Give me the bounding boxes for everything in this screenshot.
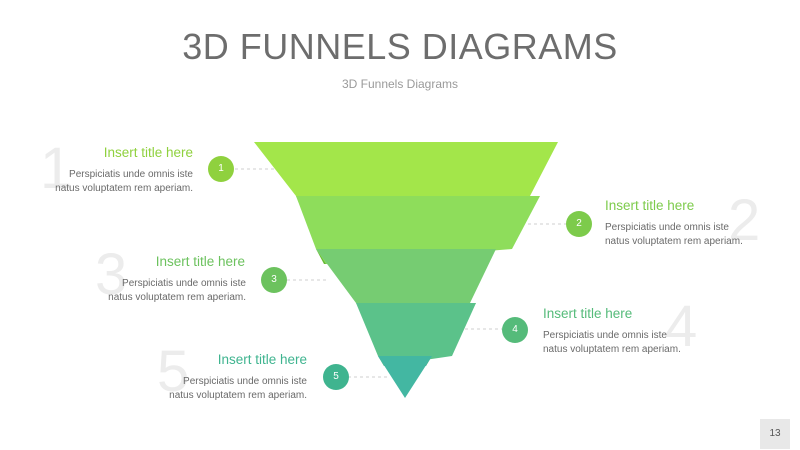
item-1-desc-line1: Perspiciatis unde omnis iste	[69, 169, 193, 180]
funnel-layer-1	[254, 142, 558, 210]
item-3-big-number: 3	[95, 242, 128, 307]
page-title: 3D FUNNELS DIAGRAMS	[182, 26, 618, 67]
funnel-layer-2	[296, 196, 540, 264]
page-number: 13	[760, 419, 790, 449]
item-2-desc-line2: natus voluptatem rem aperiam.	[605, 236, 743, 247]
item-3-desc-line2: natus voluptatem rem aperiam.	[108, 292, 246, 303]
item-1-desc-line2: natus voluptatem rem aperiam.	[55, 183, 193, 194]
item-5-number-badge: 5	[323, 364, 349, 390]
item-2-title: Insert title here	[605, 198, 695, 213]
item-4-desc-line1: Perspiciatis unde omnis iste	[543, 330, 667, 341]
item-3-description: Perspiciatis unde omnis iste natus volup…	[46, 277, 246, 305]
item-4-number-badge: 4	[502, 317, 528, 343]
item-3-desc-line1: Perspiciatis unde omnis iste	[122, 278, 246, 289]
item-4-desc-line2: natus voluptatem rem aperiam.	[543, 344, 681, 355]
item-5-desc-line1: Perspiciatis unde omnis iste	[183, 376, 307, 387]
page-subtitle: 3D Funnels Diagrams	[341, 77, 459, 91]
funnel-layer-3	[316, 249, 496, 316]
funnel-layer-4	[356, 303, 476, 366]
item-1-description: Perspiciatis unde omnis iste natus volup…	[0, 168, 193, 196]
item-1-title: Insert title here	[103, 145, 193, 160]
item-4-big-number: 4	[665, 294, 698, 359]
item-2-big-number: 2	[728, 188, 761, 253]
item-4-title: Insert title here	[543, 306, 633, 321]
item-2-desc-line1: Perspiciatis unde omnis iste	[605, 222, 729, 233]
funnel-layer-5	[378, 356, 432, 398]
item-5-description: Perspiciatis unde omnis iste natus volup…	[107, 375, 307, 403]
item-5-big-number: 5	[157, 339, 190, 404]
item-5-title: Insert title here	[217, 352, 307, 367]
item-1-number-badge: 1	[208, 156, 234, 182]
item-1-big-number: 1	[40, 136, 73, 201]
item-2-description: Perspiciatis unde omnis iste natus volup…	[605, 221, 800, 249]
item-2-number-badge: 2	[566, 211, 592, 237]
item-3-number-badge: 3	[261, 267, 287, 293]
item-5-desc-line2: natus voluptatem rem aperiam.	[169, 390, 307, 401]
item-4-description: Perspiciatis unde omnis iste natus volup…	[543, 329, 743, 357]
item-3-title: Insert title here	[155, 254, 245, 269]
